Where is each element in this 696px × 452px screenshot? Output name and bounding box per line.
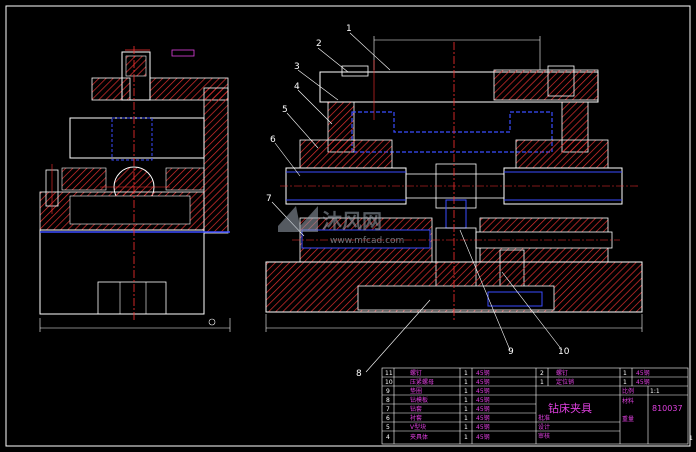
table-row: 1 定位销 1 45钢 [540,378,650,386]
svg-text:1: 1 [464,406,468,413]
svg-text:45钢: 45钢 [476,423,490,431]
svg-text:45钢: 45钢 [476,387,490,395]
svg-text:45钢: 45钢 [476,414,490,422]
callout-1: 1 [346,24,352,34]
table-row: 4 夹具体 1 45钢 [386,433,490,441]
callout-9: 9 [508,347,514,357]
weight-label: 重量 [622,415,634,423]
table-row: 10 压紧螺母 1 45钢 [385,378,490,386]
table-row: 2 螺钉 1 45钢 [540,369,650,377]
svg-text:钻模板: 钻模板 [410,396,428,404]
svg-text:压紧螺母: 压紧螺母 [410,378,434,386]
svg-text:45钢: 45钢 [476,433,490,441]
svg-text:1: 1 [623,370,627,377]
svg-text:钻套: 钻套 [410,405,422,413]
svg-text:1: 1 [464,379,468,386]
svg-text:V型块: V型块 [410,423,426,431]
svg-text:45钢: 45钢 [636,369,650,377]
svg-text:1: 1 [464,397,468,404]
scale-label: 比例 [622,387,634,395]
callout-6: 6 [270,135,276,145]
approve-label: 批准 [538,414,550,422]
side-view [39,46,231,332]
svg-text:45钢: 45钢 [476,369,490,377]
material-label: 材料 [622,397,634,405]
svg-text:1: 1 [540,379,544,386]
callouts: 1 2 3 4 5 6 7 8 9 10 [266,24,570,379]
parts-table-right: 2 螺钉 1 45钢 1 定位销 1 45钢 [540,369,650,386]
svg-text:9: 9 [386,388,390,395]
drawing-title: 钻床夹具 [548,401,592,415]
svg-text:1: 1 [623,379,627,386]
table-row: 6 衬套 1 45钢 [386,414,490,422]
svg-text:10: 10 [385,379,393,386]
svg-text:7: 7 [386,406,390,413]
callout-2: 2 [316,39,322,49]
svg-text:11: 11 [385,370,393,377]
svg-text:45钢: 45钢 [476,378,490,386]
design-label: 设计 [538,423,550,431]
svg-text:4: 4 [386,434,390,441]
svg-text:5: 5 [386,424,390,431]
callout-10: 10 [558,347,570,357]
scale-value: 1:1 [650,388,660,395]
watermark-logo-icon [278,206,318,232]
svg-text:6: 6 [386,415,390,422]
callout-4: 4 [294,82,300,92]
drawing-frame [5,5,691,447]
svg-text:螺钉: 螺钉 [556,369,568,377]
svg-text:夹具体: 夹具体 [410,433,428,441]
callout-7: 7 [266,194,272,204]
svg-text:螺钉: 螺钉 [410,369,422,377]
callout-8: 8 [356,369,362,379]
front-view [265,36,643,332]
watermark-url: www.mfcad.com [330,236,404,246]
table-row: 11 螺钉 1 45钢 [385,369,490,377]
svg-text:1: 1 [464,424,468,431]
svg-text:45钢: 45钢 [636,378,650,386]
svg-text:1: 1 [464,434,468,441]
table-row: 8 钻模板 1 45钢 [386,396,490,404]
svg-text:8: 8 [386,397,390,404]
table-row: 7 钻套 1 45钢 [386,405,490,413]
watermark-text: 沐风网 [322,209,382,233]
title-block [381,367,689,445]
title-block-text: 钻床夹具 810037 比例 1:1 材料 重量 设计 审核 批准 1 [538,387,693,442]
svg-text:1: 1 [464,370,468,377]
check-label: 审核 [538,432,550,440]
svg-text:1: 1 [464,415,468,422]
callout-3: 3 [294,62,300,72]
parts-table: 11 螺钉 1 45钢 10 压紧螺母 1 45钢 9 垫圈 1 45钢 8 钻… [385,369,490,441]
svg-text:2: 2 [540,370,544,377]
callout-5: 5 [282,105,288,115]
svg-text:1: 1 [464,388,468,395]
svg-text:定位销: 定位销 [556,378,574,386]
table-row: 9 垫圈 1 45钢 [386,387,490,395]
drawing-number: 810037 [652,404,683,413]
svg-text:45钢: 45钢 [476,405,490,413]
table-row: 5 V型块 1 45钢 [386,423,490,431]
svg-text:衬套: 衬套 [410,414,422,422]
svg-text:垫圈: 垫圈 [410,387,422,395]
watermark: 沐风网 www.mfcad.com [278,206,404,246]
sheet-index: 1 [689,435,693,442]
svg-text:45钢: 45钢 [476,396,490,404]
